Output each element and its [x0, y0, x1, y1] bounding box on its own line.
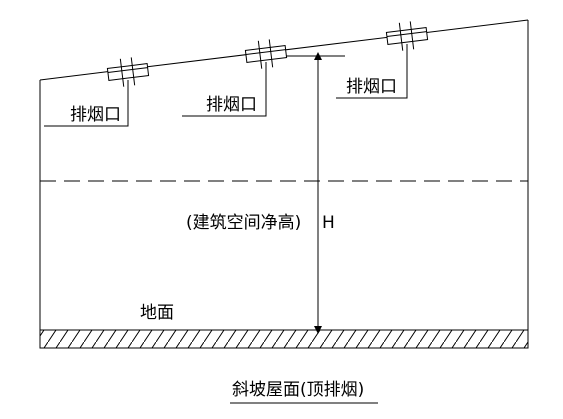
- vent-2-leader: [182, 62, 267, 117]
- vent-icon: [244, 45, 288, 63]
- height-symbol: H: [322, 213, 335, 233]
- height-label: (建筑空间净高): [186, 213, 301, 233]
- diagram-caption: 斜坡屋面(顶排烟): [232, 380, 364, 400]
- smoke-vent-2: [182, 39, 288, 117]
- ground-label: 地面: [140, 303, 174, 323]
- vent-icon: [385, 27, 429, 45]
- vent-2-label: 排烟口: [206, 95, 257, 115]
- vent-3-label: 排烟口: [346, 77, 397, 97]
- vent-icon: [106, 63, 150, 81]
- smoke-vent-1: [44, 57, 150, 127]
- vent-1-leader: [44, 80, 129, 127]
- ground-hatch: [39, 329, 529, 349]
- smoke-vent-3: [336, 21, 429, 99]
- vent-3-leader: [336, 44, 408, 99]
- vent-1-label: 排烟口: [70, 105, 121, 125]
- ground-slab: [39, 329, 529, 349]
